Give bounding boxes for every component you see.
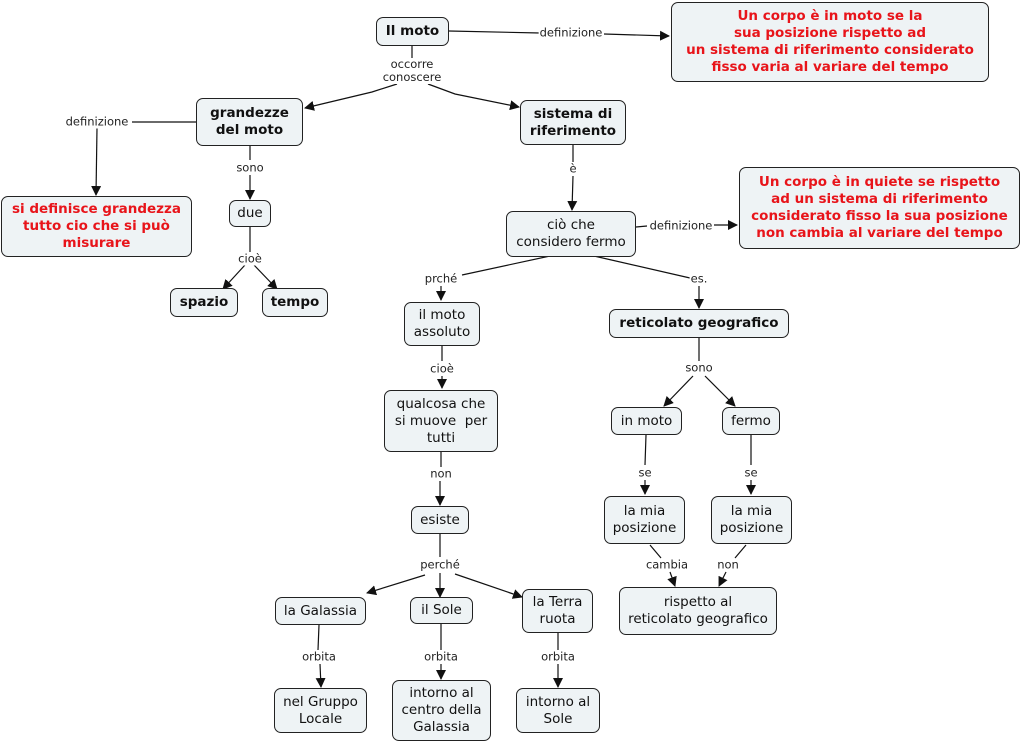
link-label-cambia: cambia bbox=[644, 557, 690, 572]
concept-label: esiste bbox=[420, 511, 460, 528]
concept-label: tempo bbox=[270, 294, 320, 310]
link-arrow bbox=[253, 264, 278, 290]
concept-label: spazio bbox=[179, 294, 229, 310]
concept-la-mia-posizione-2[interactable]: la mia posizione bbox=[711, 496, 792, 544]
concept-label: nel Gruppo Locale bbox=[283, 693, 358, 727]
link-line bbox=[734, 544, 747, 559]
link-arrow bbox=[603, 30, 670, 41]
concept-moto-assoluto[interactable]: il moto assoluto bbox=[404, 302, 480, 346]
concept-nel-gruppo-locale[interactable]: nel Gruppo Locale bbox=[274, 688, 367, 733]
concept-intorno-centro-galassia[interactable]: intorno al centro della Galassia bbox=[392, 680, 491, 741]
link-arrow bbox=[315, 663, 326, 688]
link-arrow bbox=[567, 175, 578, 211]
concept-label: in moto bbox=[620, 412, 673, 429]
concept-il-moto[interactable]: Il moto bbox=[376, 17, 449, 46]
concept-label: il Sole bbox=[421, 602, 462, 618]
concept-label: la Galassia bbox=[283, 602, 358, 619]
link-arrow bbox=[427, 83, 520, 111]
link-label-orbita: orbita bbox=[423, 649, 459, 664]
concept-label: grandezze del moto bbox=[210, 105, 289, 138]
link-label-non: non bbox=[716, 557, 740, 572]
link-arrow bbox=[366, 574, 426, 596]
link-label-prche: prché bbox=[423, 271, 459, 286]
concept-label: intorno al centro della Galassia bbox=[401, 685, 482, 735]
link-arrow bbox=[667, 571, 677, 587]
concept-rispetto-al-reticolato[interactable]: rispetto al reticolato geografico bbox=[619, 587, 777, 635]
link-label-perche: perché bbox=[419, 557, 461, 572]
link-arrow bbox=[222, 264, 246, 290]
link-arrow bbox=[704, 375, 736, 407]
link-line bbox=[635, 225, 648, 228]
concept-due[interactable]: due bbox=[229, 200, 271, 227]
concept-il-sole[interactable]: il Sole bbox=[410, 597, 473, 624]
link-label-e: è bbox=[568, 161, 578, 176]
concept-label: reticolato geografico bbox=[619, 315, 779, 331]
link-label-sono: sono bbox=[684, 360, 714, 375]
link-label-cioe: cioè bbox=[429, 361, 455, 376]
concept-esiste[interactable]: esiste bbox=[411, 506, 469, 534]
link-arrow bbox=[663, 375, 694, 407]
concept-fermo[interactable]: fermo bbox=[722, 407, 780, 435]
link-label-es: es. bbox=[689, 271, 709, 286]
link-label-se: se bbox=[743, 465, 759, 480]
concept-label: il moto assoluto bbox=[413, 307, 471, 340]
link-arrow bbox=[718, 571, 728, 587]
concept-label: fermo bbox=[731, 412, 771, 429]
link-line bbox=[593, 255, 691, 279]
link-arrow bbox=[454, 573, 523, 599]
concept-grandezze-del-moto[interactable]: grandezze del moto bbox=[196, 98, 303, 146]
concept-label: la mia posizione bbox=[719, 503, 784, 536]
concept-definizione-grandezza[interactable]: si definisce grandezza tutto cio che si … bbox=[1, 196, 192, 257]
link-line bbox=[461, 255, 551, 276]
concept-la-mia-posizione-1[interactable]: la mia posizione bbox=[604, 496, 685, 544]
link-label-definizione: definizione bbox=[648, 218, 714, 233]
concept-label: intorno al Sole bbox=[525, 693, 591, 727]
concept-label: Il moto bbox=[385, 23, 440, 39]
concept-label: Un corpo è in quiete se rispetto ad un s… bbox=[751, 174, 1008, 241]
concept-label: ciò che considero fermo bbox=[516, 217, 626, 250]
concept-reticolato-geografico[interactable]: reticolato geografico bbox=[609, 309, 789, 338]
link-label-se: se bbox=[637, 465, 653, 480]
concept-sistema-di-riferimento[interactable]: sistema di riferimento bbox=[520, 100, 626, 145]
link-label-orbita: orbita bbox=[540, 649, 576, 664]
link-label-occorre-conoscere: occorre conoscere bbox=[381, 57, 443, 84]
link-line bbox=[644, 434, 647, 466]
concept-in-moto[interactable]: in moto bbox=[611, 407, 682, 435]
concept-label: due bbox=[237, 205, 263, 221]
concept-label: qualcosa che si muove per tutti bbox=[394, 395, 488, 446]
concept-label: rispetto al reticolato geografico bbox=[628, 594, 768, 627]
link-label-non: non bbox=[429, 466, 453, 481]
concept-label: Un corpo è in moto se la sua posizione r… bbox=[686, 8, 974, 75]
link-arrow bbox=[304, 83, 398, 111]
concept-la-terra-ruota[interactable]: la Terra ruota bbox=[522, 589, 593, 633]
concept-intorno-al-sole[interactable]: intorno al Sole bbox=[516, 688, 600, 733]
link-line bbox=[317, 624, 320, 651]
link-label-cioe: cioè bbox=[237, 251, 263, 266]
link-label-sono: sono bbox=[235, 160, 265, 175]
concept-cio-che-considero-fermo[interactable]: ciò che considero fermo bbox=[506, 211, 636, 257]
link-line bbox=[649, 544, 662, 559]
link-label-definizione: definizione bbox=[64, 114, 130, 129]
concept-tempo[interactable]: tempo bbox=[262, 288, 328, 317]
concept-definizione-moto[interactable]: Un corpo è in moto se la sua posizione r… bbox=[671, 2, 989, 82]
link-label-definizione: definizione bbox=[538, 25, 604, 40]
concept-label: la mia posizione bbox=[612, 503, 677, 536]
concept-label: si definisce grandezza tutto cio che si … bbox=[11, 201, 181, 251]
concept-la-galassia[interactable]: la Galassia bbox=[275, 597, 366, 625]
concept-definizione-quiete[interactable]: Un corpo è in quiete se rispetto ad un s… bbox=[739, 167, 1020, 249]
link-label-orbita: orbita bbox=[301, 649, 337, 664]
link-line bbox=[448, 30, 541, 34]
concept-spazio[interactable]: spazio bbox=[170, 288, 238, 317]
concept-qualcosa-che-si-muove[interactable]: qualcosa che si muove per tutti bbox=[384, 390, 498, 452]
concept-label: sistema di riferimento bbox=[529, 105, 617, 139]
link-arrow bbox=[91, 127, 102, 196]
concept-label: la Terra ruota bbox=[532, 594, 583, 627]
